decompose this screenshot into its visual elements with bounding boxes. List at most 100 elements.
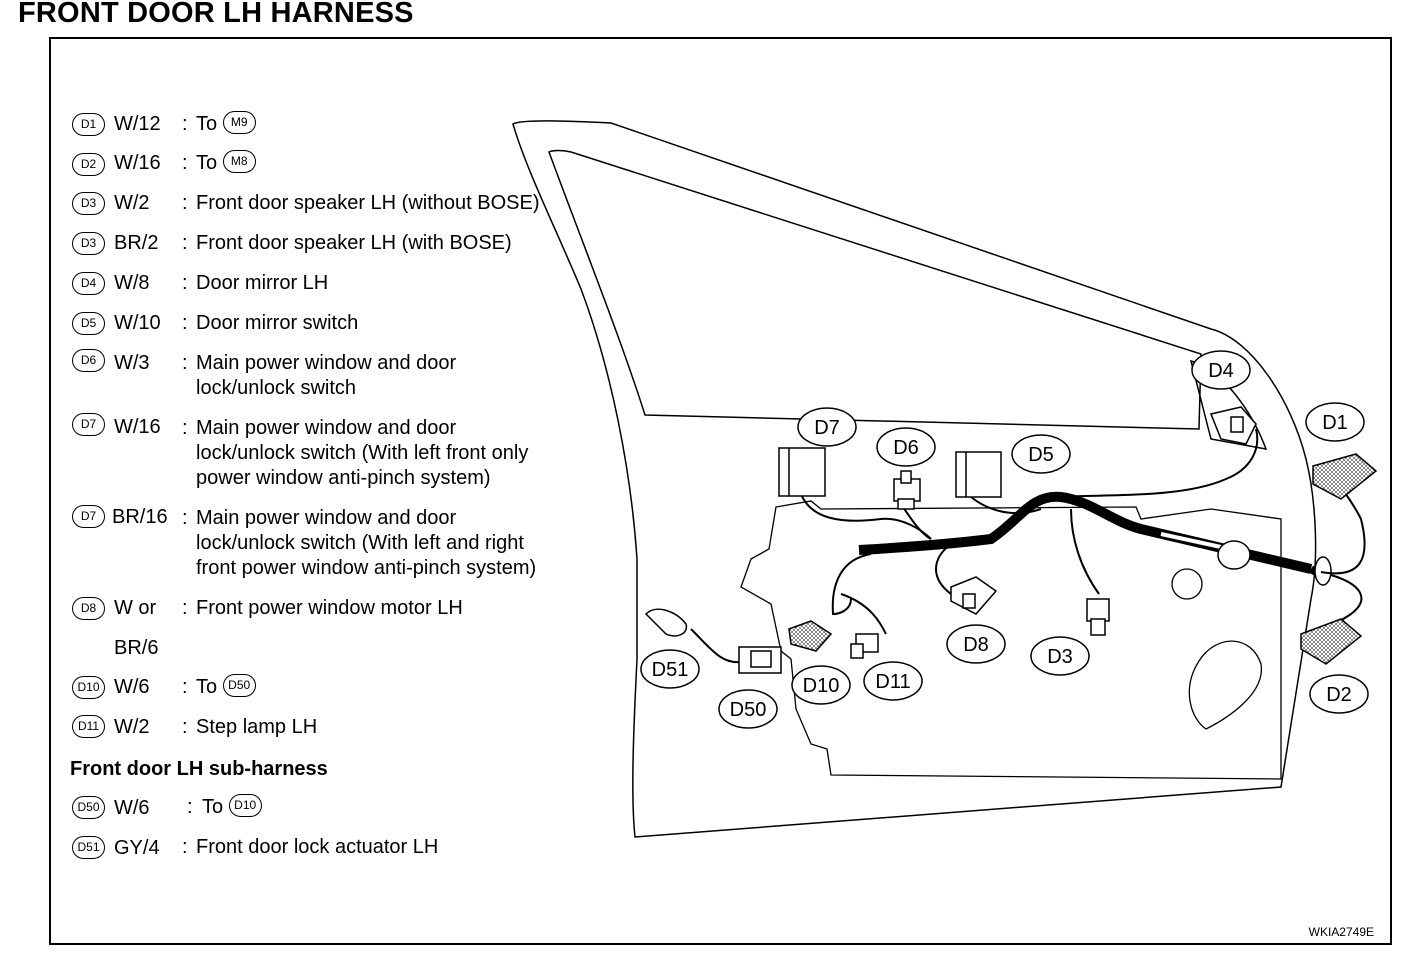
connector-bodies <box>644 406 1378 674</box>
subharness-heading: Front door LH sub-harness <box>70 758 328 780</box>
separator: : <box>182 113 188 135</box>
legend-desc: Main power window and door lock/unlock s… <box>196 352 457 399</box>
callout-d50: D50 <box>718 689 778 729</box>
separator: : <box>182 507 188 529</box>
connector-ref-badge: M9 <box>222 111 256 135</box>
callout-d1: D1 <box>1305 402 1365 442</box>
callout-d2: D2 <box>1309 674 1369 714</box>
legend-desc: To D10 <box>202 794 262 820</box>
callout-d5: D5 <box>1011 434 1071 474</box>
separator: : <box>182 836 188 858</box>
callout-label: D51 <box>652 659 689 681</box>
callout-d10: D10 <box>791 665 851 705</box>
separator: : <box>182 676 188 698</box>
connector-ref-badge: D50 <box>222 674 256 698</box>
connector-badge: D50 <box>72 796 105 819</box>
connector-legend: D1 W/12 : To M9 D2 W/16 : To M8 D3 W/2 :… <box>51 39 691 939</box>
wire-code: W/12 <box>114 113 161 135</box>
connector-callouts: D7 D6 D5 D4 D1 D2 D8 D3 D10 D11 D50 D51 <box>640 350 1369 729</box>
separator: : <box>182 312 188 334</box>
legend-desc: Front door lock actuator LH <box>196 836 439 858</box>
wire-code: W/3 <box>114 352 150 374</box>
separator: : <box>182 272 188 294</box>
connector-badge: D4 <box>72 272 105 295</box>
callout-label: D7 <box>814 417 840 439</box>
connector-ref-badge: M8 <box>222 150 256 174</box>
legend-desc: Main power window and door lock/unlock s… <box>196 417 529 489</box>
diagram-frame: D1 W/12 : To M9 D2 W/16 : To M8 D3 W/2 :… <box>49 37 1392 945</box>
separator: : <box>187 796 193 818</box>
legend-desc: Main power window and door lock/unlock s… <box>196 507 537 579</box>
callout-label: D4 <box>1208 360 1234 382</box>
connector-badge: D7 <box>72 413 105 436</box>
callout-d11: D11 <box>863 661 923 701</box>
wire-code: BR/2 <box>114 232 159 254</box>
legend-desc: Front door speaker LH (without BOSE) <box>196 192 540 214</box>
connector-badge: D7 <box>72 505 105 528</box>
wire-code: GY/4 <box>114 837 160 859</box>
wire-code: W/2 <box>114 716 150 738</box>
connector-badge: D5 <box>72 312 105 335</box>
legend-desc: To M8 <box>196 150 256 176</box>
callout-d3: D3 <box>1030 636 1090 676</box>
separator: : <box>182 597 188 619</box>
legend-desc: Front power window motor LH <box>196 597 463 619</box>
callout-d4: D4 <box>1191 350 1251 390</box>
wire-code: W/10 <box>114 312 161 334</box>
wire-code: W/16 <box>114 152 161 174</box>
legend-desc: Door mirror LH <box>196 272 329 294</box>
legend-desc: Door mirror switch <box>196 312 359 334</box>
connector-ref-badge: D10 <box>228 794 262 818</box>
callout-label: D11 <box>875 671 910 693</box>
separator: : <box>182 152 188 174</box>
connector-badge: D3 <box>72 192 105 215</box>
callout-d6: D6 <box>876 427 936 467</box>
connector-d4-body <box>1209 406 1257 445</box>
callout-label: D3 <box>1047 646 1073 668</box>
wire-code: BR/16 <box>112 506 168 528</box>
connector-badge: D1 <box>72 113 105 136</box>
connector-d8-body <box>950 576 998 615</box>
connector-d2-body <box>1300 618 1363 665</box>
connector-d3-body <box>1086 598 1110 636</box>
separator: : <box>182 352 188 374</box>
separator: : <box>182 417 188 439</box>
separator: : <box>182 232 188 254</box>
legend-desc: To M9 <box>196 111 256 137</box>
callout-label: D1 <box>1322 412 1348 434</box>
callout-label: D50 <box>730 699 767 721</box>
callout-d7: D7 <box>797 407 857 447</box>
connector-badge: D3 <box>72 232 105 255</box>
wire-code: W or <box>114 597 157 619</box>
connector-badge: D6 <box>72 349 105 372</box>
callout-label: D5 <box>1028 444 1054 466</box>
connector-d51-body <box>644 608 688 637</box>
callout-d8: D8 <box>946 624 1006 664</box>
wire-code: W/8 <box>114 272 150 294</box>
connector-d10-body <box>788 620 833 652</box>
door-harness-drawing: D7 D6 D5 D4 D1 D2 D8 D3 D10 D11 D50 D51 <box>512 120 1378 838</box>
callout-d51: D51 <box>640 649 700 689</box>
callout-label: D8 <box>963 634 989 656</box>
wire-code: W/2 <box>114 192 150 214</box>
callout-label: D2 <box>1326 684 1352 706</box>
connector-d1-body <box>1312 453 1378 500</box>
separator: : <box>182 192 188 214</box>
legend-desc: Front door speaker LH (with BOSE) <box>196 232 512 254</box>
connector-d50-body <box>738 646 782 674</box>
connector-d5-body <box>955 451 1002 498</box>
connector-badge: D10 <box>72 676 105 699</box>
separator: : <box>182 716 188 738</box>
connector-d7-body <box>778 447 826 497</box>
legend-desc: Step lamp LH <box>196 716 318 738</box>
connector-badge: D11 <box>72 715 105 738</box>
connector-badge: D2 <box>72 153 105 176</box>
callout-label: D10 <box>803 675 840 697</box>
connector-badge: D51 <box>72 836 105 859</box>
connector-d6-body <box>893 470 921 510</box>
wire-code-line2: BR/6 <box>114 637 159 659</box>
page-title: FRONT DOOR LH HARNESS <box>18 0 414 29</box>
wire-code: W/6 <box>114 676 150 698</box>
main-harness <box>858 491 1332 586</box>
callout-label: D6 <box>893 437 919 459</box>
